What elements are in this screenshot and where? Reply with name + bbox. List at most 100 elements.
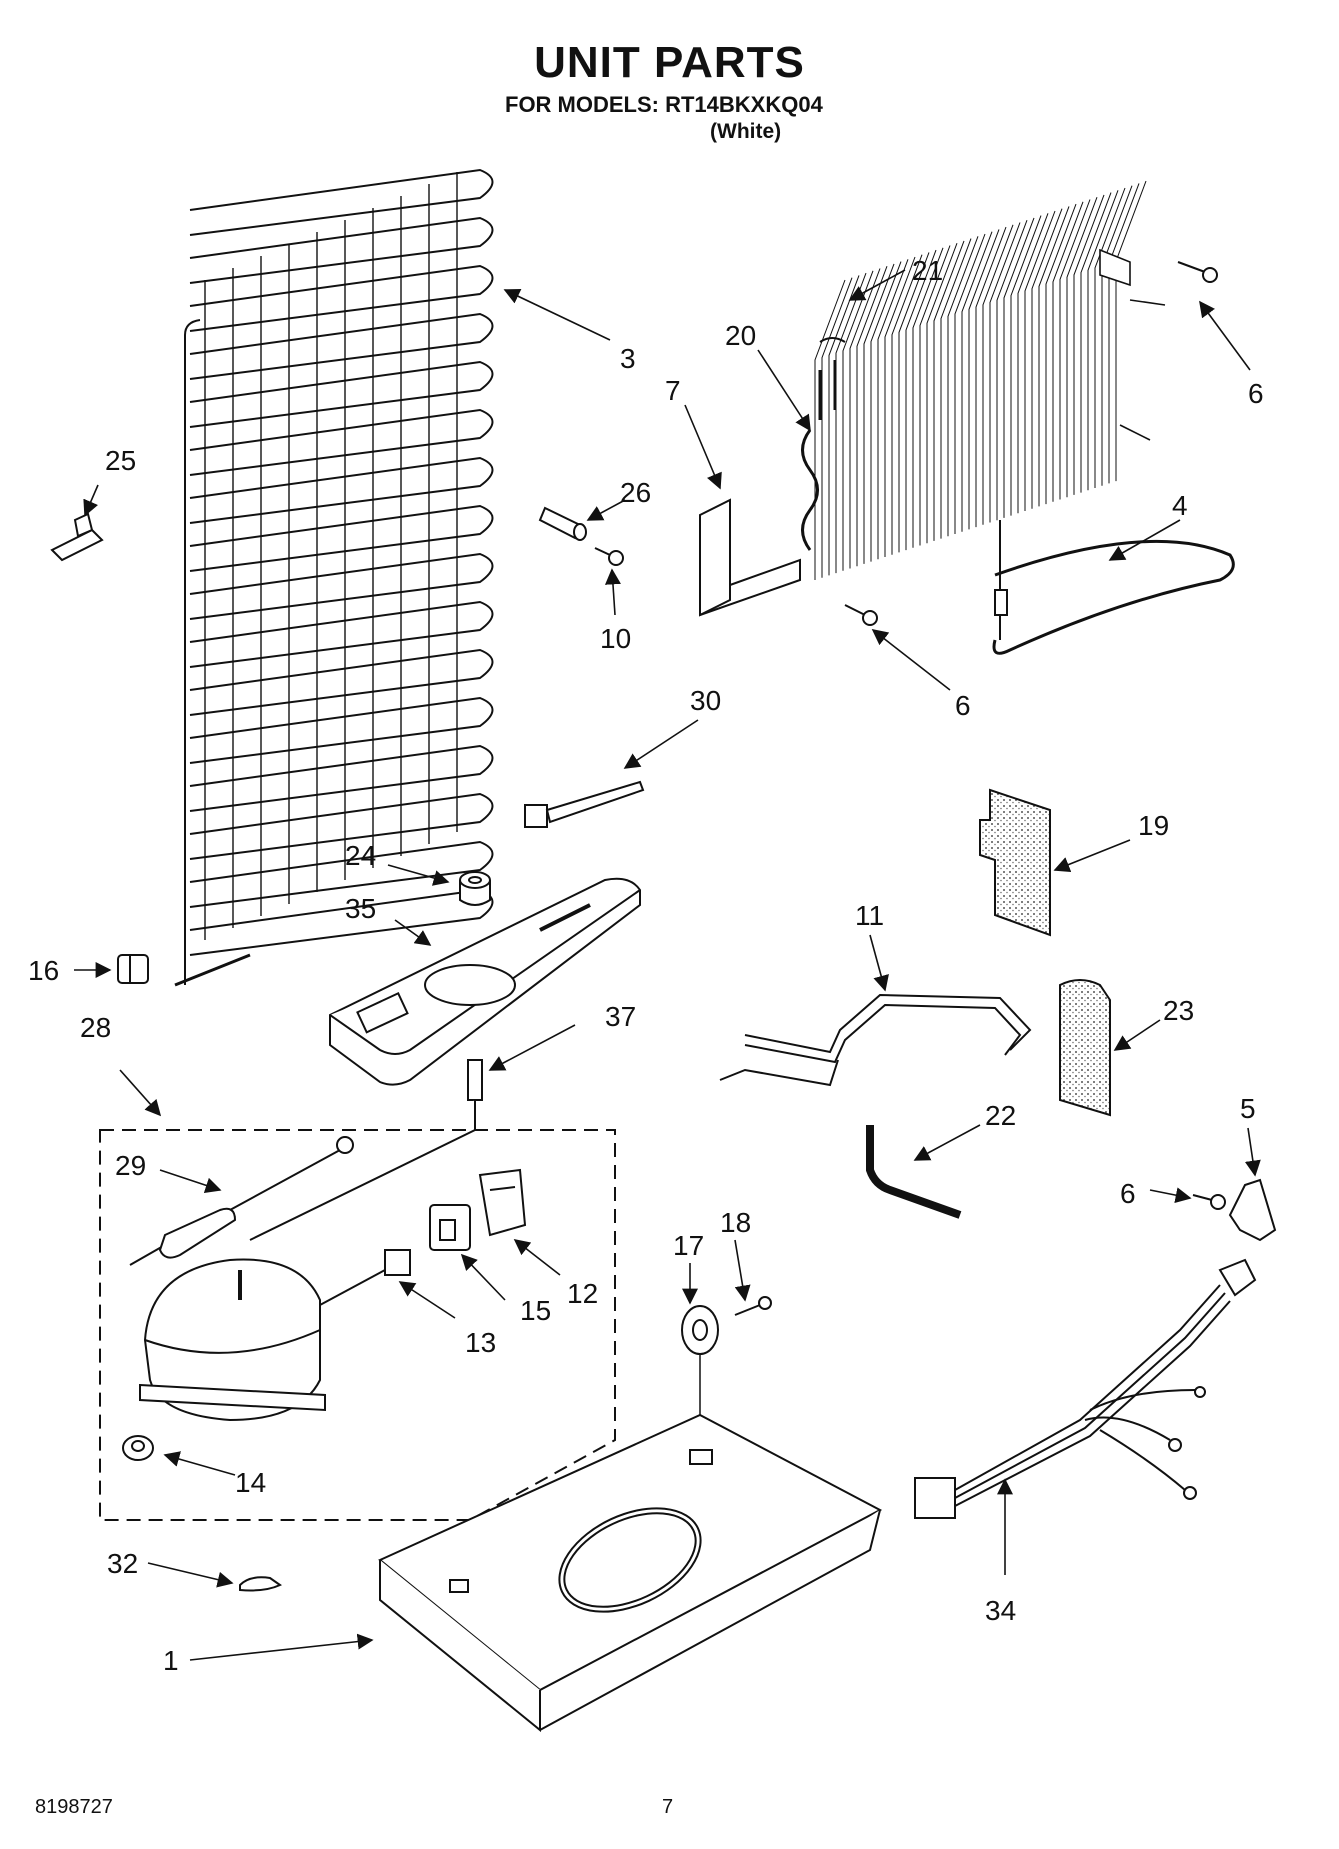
relay-15 [429, 1204, 471, 1251]
condenser-coil-loop [189, 792, 494, 860]
callout-25: 25 [105, 445, 136, 476]
callout-14: 14 [235, 1467, 266, 1498]
callout-26: 26 [620, 477, 651, 508]
evaporator-fin [1059, 199, 1091, 500]
condenser-coil-loop [189, 840, 494, 908]
callout-6-right: 6 [1120, 1178, 1136, 1209]
callout-21: 21 [912, 255, 943, 286]
evaporator-fin [1045, 203, 1077, 505]
doc-number: 8198727 [35, 1796, 113, 1818]
condenser-coil-loop [189, 312, 494, 380]
evaporator [699, 180, 1166, 617]
compressor [139, 1258, 326, 1422]
evaporator-fin [954, 233, 986, 534]
evaporator-fin [1087, 190, 1119, 491]
wire-harness-34 [914, 1258, 1257, 1519]
tube-22 [866, 1125, 962, 1219]
callout-23: 23 [1163, 995, 1194, 1026]
evaporator-fin [1080, 192, 1112, 493]
evaporator-fin [1031, 208, 1063, 509]
condenser-coil-loop [189, 360, 494, 428]
evaporator-fin [849, 268, 881, 569]
insulation-19 [979, 788, 1051, 937]
model-color: (White) [710, 120, 782, 143]
grommet-24 [459, 871, 491, 906]
clip-32 [239, 1576, 282, 1592]
screw-6-b [844, 604, 878, 626]
evaporator-fin [898, 252, 930, 553]
condenser-coil-loop [189, 600, 494, 668]
evaporator-fin [1066, 197, 1098, 498]
evaporator-fin [996, 220, 1028, 521]
evaporator-fin [1038, 206, 1070, 507]
spacer-26 [538, 506, 587, 541]
drain-pan-35 [329, 877, 641, 1086]
condenser-coil-loop [189, 744, 494, 812]
condenser-coil-loop [189, 696, 494, 764]
suction-tube-11 [719, 993, 1032, 1087]
compressor-kit-box [99, 1129, 616, 1521]
cable-tie-30 [524, 780, 645, 828]
callout-18: 18 [720, 1207, 751, 1238]
evaporator-fin [856, 266, 888, 567]
evaporator-fin [870, 261, 902, 562]
evaporator-fin [912, 247, 944, 548]
callout-leaders [74, 269, 1261, 1661]
page-number: 7 [662, 1796, 674, 1818]
callout-16: 16 [28, 955, 59, 986]
clip-21 [819, 337, 846, 343]
condenser-coil-loop [189, 408, 494, 476]
callout-32: 32 [107, 1548, 138, 1579]
callout-12: 12 [567, 1278, 598, 1309]
evaporator-fin [884, 256, 916, 557]
callout-37: 37 [605, 1001, 636, 1032]
filter-drier-29 [129, 1136, 354, 1266]
evaporator-fin [919, 245, 951, 546]
condenser-coil-loop [189, 216, 494, 284]
callout-15: 15 [520, 1295, 551, 1326]
callout-30: 30 [690, 685, 721, 716]
evaporator-fin [1094, 187, 1126, 488]
evaporator-fin [891, 254, 923, 555]
callout-29: 29 [115, 1150, 146, 1181]
grommet-17 [681, 1305, 719, 1430]
callout-22: 22 [985, 1100, 1016, 1131]
callout-4: 4 [1172, 490, 1188, 521]
evaporator-fin [989, 222, 1021, 523]
models-line: FOR MODELS: RT14BKXKQ04 [505, 92, 823, 117]
callout-20: 20 [725, 320, 756, 351]
callout-17: 17 [673, 1230, 704, 1261]
condenser-coil-loop [189, 168, 494, 236]
screw-18 [734, 1296, 772, 1316]
defrost-heater [992, 520, 1235, 655]
evaporator-fin [1010, 215, 1042, 516]
callout-7: 7 [665, 375, 681, 406]
evaporator-fin [863, 263, 895, 564]
callout-1: 1 [163, 1645, 179, 1676]
evaporator-fin [926, 243, 958, 544]
evaporator-fin [821, 277, 853, 578]
condenser-coil-loop [189, 648, 494, 716]
callout-35: 35 [345, 893, 376, 924]
evaporator-fin [905, 249, 937, 551]
grommet-14 [122, 1435, 154, 1461]
screw-6-a [1177, 261, 1218, 283]
callout-13: 13 [465, 1327, 496, 1358]
insulation-23 [1059, 979, 1111, 1117]
condenser-coil-loop [189, 504, 494, 572]
evaporator-fin [1024, 210, 1056, 511]
condenser-coil-loop [189, 264, 494, 332]
evaporator-fin [975, 226, 1007, 528]
callout-6-mid: 6 [955, 690, 971, 721]
condenser-coil [174, 168, 494, 987]
evaporator-fin [1073, 194, 1105, 495]
callout-34: 34 [985, 1595, 1016, 1626]
evaporator-fin [1003, 217, 1035, 518]
condenser-coil-loop [189, 552, 494, 620]
callout-24: 24 [345, 840, 376, 871]
callout-11: 11 [855, 900, 884, 931]
callout-28: 28 [80, 1012, 111, 1043]
evaporator-fin [1108, 183, 1140, 484]
callout-6-top: 6 [1248, 378, 1264, 409]
